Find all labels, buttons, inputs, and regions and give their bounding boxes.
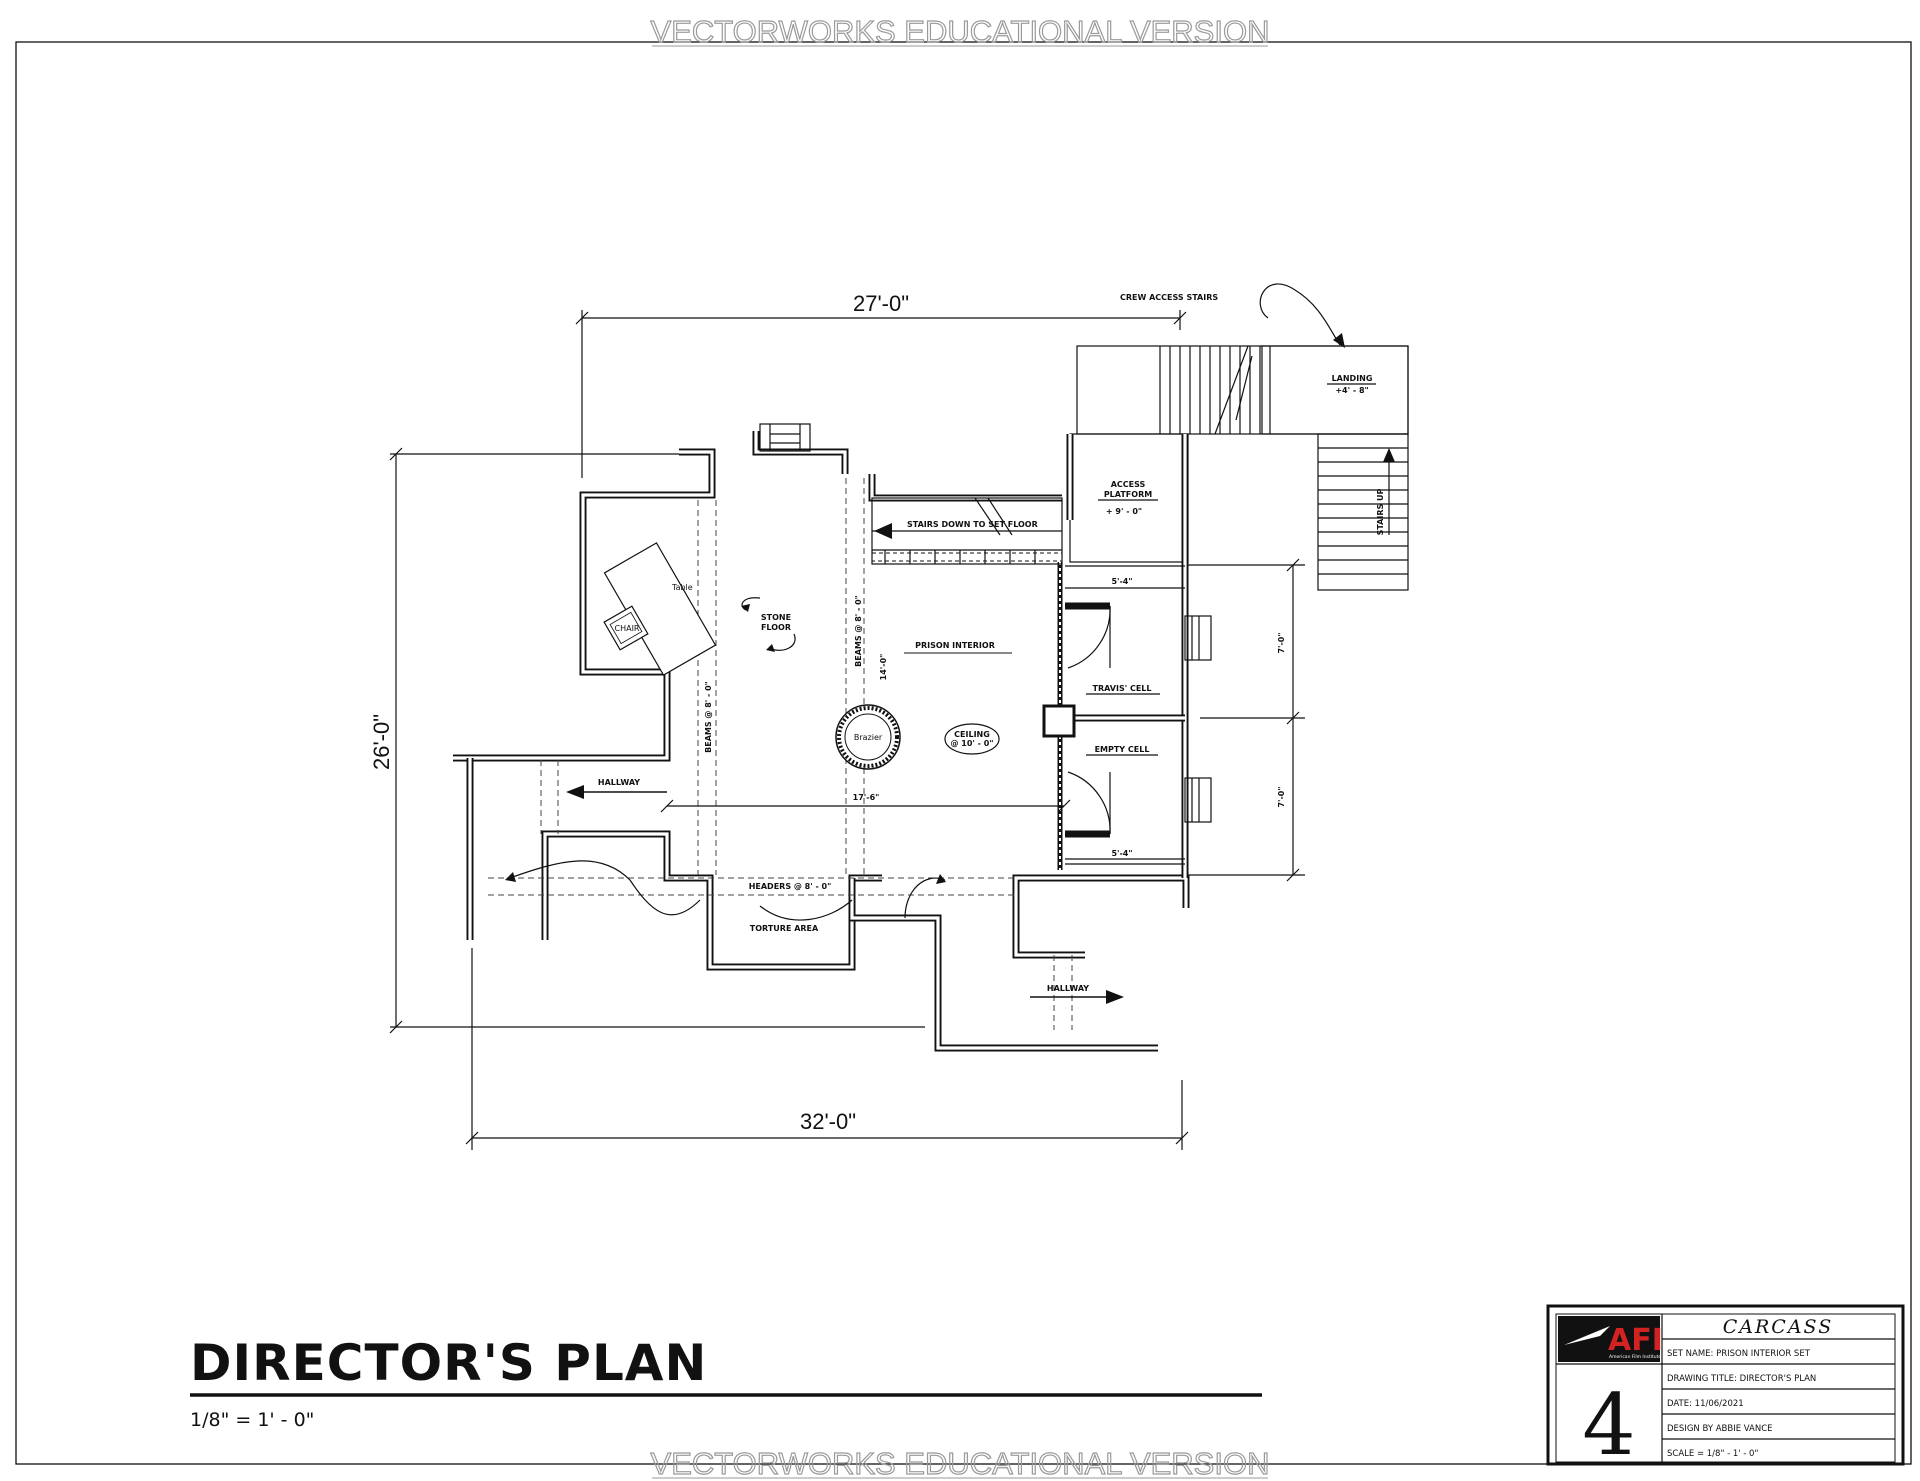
north-step (759, 423, 811, 452)
svg-text:5'-4": 5'-4" (1111, 849, 1132, 858)
svg-text:STAIRS DOWN TO SET FLOOR: STAIRS DOWN TO SET FLOOR (907, 520, 1038, 529)
svg-text:7'-0": 7'-0" (1277, 786, 1286, 807)
svg-text:+4' - 8": +4' - 8" (1335, 386, 1368, 395)
hallway-right-label: HALLWAY (1030, 984, 1124, 1004)
svg-text:PLATFORM: PLATFORM (1104, 490, 1152, 499)
sheet-border (15, 41, 1912, 1465)
sheet-number: 4 (1582, 1376, 1635, 1474)
project-name: CARCASS (1723, 1316, 1834, 1338)
crew-access-stairs: CREW ACCESS STAIRS LANDING +4' - 8" (1076, 283, 1409, 591)
dimension-bottom: 32'-0" (465, 948, 1189, 1150)
ceiling-note: CEILING @ 10' - 0" (944, 723, 1000, 755)
svg-text:CEILING: CEILING (954, 730, 990, 739)
title-block: AFI American Film Institute CARCASS 4 SE… (1546, 1304, 1905, 1474)
watermark-top: VECTORWORKS EDUCATIONAL VERSION (651, 14, 1270, 49)
svg-text:ACCESS: ACCESS (1111, 480, 1146, 489)
afi-logo: AFI American Film Institute (1558, 1316, 1663, 1362)
svg-text:CHAIR: CHAIR (615, 624, 640, 633)
hallway-left-label: HALLWAY (566, 778, 667, 799)
torture-area-label: TORTURE AREA (750, 924, 819, 933)
svg-text:5'-4": 5'-4" (1111, 577, 1132, 586)
svg-text:HALLWAY: HALLWAY (1047, 984, 1089, 993)
cell-steps (1184, 615, 1212, 823)
dim-interior-horizontal: 17'-6" (660, 793, 1071, 813)
drawing-title-field: DRAWING TITLE: DIRECTOR'S PLAN (1667, 1374, 1816, 1384)
prison-interior-label: PRISON INTERIOR (915, 641, 995, 650)
svg-text:AFI: AFI (1608, 1323, 1663, 1358)
watermark-bottom: VECTORWORKS EDUCATIONAL VERSION (651, 1446, 1270, 1481)
designer-field: DESIGN BY ABBIE VANCE (1667, 1424, 1773, 1434)
dimension-cells-right: 7'-0" 7'-0" (1188, 558, 1305, 882)
svg-text:American Film Institute: American Film Institute (1609, 1354, 1661, 1360)
table: Table (603, 542, 717, 676)
svg-text:Brazier: Brazier (854, 733, 883, 742)
stone-floor-note: STONE FLOOR (741, 597, 796, 652)
svg-text:Table: Table (671, 583, 693, 592)
svg-text:@ 10' - 0": @ 10' - 0" (951, 739, 994, 748)
door-swings (505, 860, 946, 921)
svg-text:STAIRS UP: STAIRS UP (1376, 488, 1385, 535)
set-walls (453, 431, 1190, 1052)
svg-text:26'-0": 26'-0" (369, 714, 394, 770)
beams-right-label: BEAMS @ 8' - 0" (854, 595, 863, 667)
beam-lines (488, 478, 1073, 1030)
svg-text:FLOOR: FLOOR (761, 623, 791, 632)
svg-text:HALLWAY: HALLWAY (598, 778, 640, 787)
svg-text:27'-0": 27'-0" (853, 291, 909, 316)
chair: CHAIR (603, 605, 649, 651)
brazier: Brazier (835, 704, 901, 770)
scale-field: SCALE = 1/8" - 1' - 0" (1667, 1449, 1758, 1459)
dimension-left: 26'-0" (369, 447, 925, 1034)
svg-text:CREW ACCESS STAIRS: CREW ACCESS STAIRS (1120, 293, 1218, 302)
svg-text:TRAVIS' CELL: TRAVIS' CELL (1093, 684, 1152, 693)
beams-left-label: BEAMS @ 8' - 0" (704, 681, 713, 753)
drawing-scale: 1/8" = 1' - 0" (190, 1409, 314, 1431)
dim-interior-vertical: 14'-0" (879, 654, 888, 681)
svg-text:7'-0": 7'-0" (1277, 632, 1286, 653)
stairs-down: STAIRS DOWN TO SET FLOOR (871, 497, 1063, 565)
page-title: DIRECTOR'S PLAN (190, 1334, 707, 1392)
cells: 5'-4" 5'-4" TRAVIS' CELL EMPTY CELL (1042, 577, 1185, 860)
headers-label: HEADERS @ 8' - 0" (749, 882, 832, 891)
svg-text:EMPTY CELL: EMPTY CELL (1095, 745, 1150, 754)
set-name: SET NAME: PRISON INTERIOR SET (1667, 1349, 1811, 1359)
svg-text:LANDING: LANDING (1332, 374, 1373, 383)
svg-text:+ 9' - 0": + 9' - 0" (1106, 507, 1142, 516)
svg-text:32'-0": 32'-0" (800, 1109, 856, 1134)
access-platform: ACCESS PLATFORM + 9' - 0" (1066, 433, 1189, 563)
svg-text:STONE: STONE (761, 613, 791, 622)
svg-text:17'-6": 17'-6" (853, 793, 880, 802)
dimension-top: 27'-0" (575, 291, 1187, 478)
date-field: DATE: 11/06/2021 (1667, 1399, 1744, 1409)
